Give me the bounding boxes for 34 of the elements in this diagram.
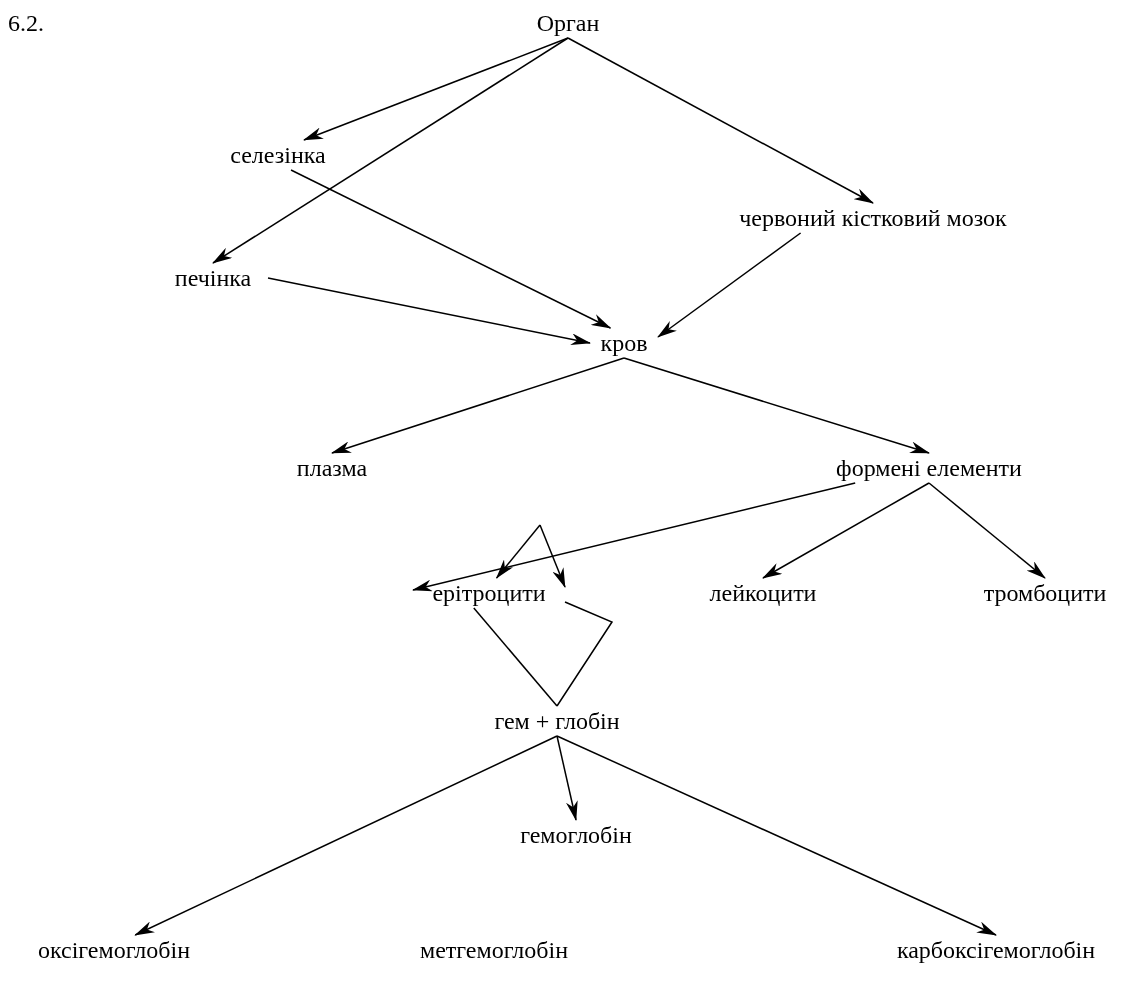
arrow bbox=[134, 735, 558, 936]
node-label: метгемоглобін bbox=[390, 935, 598, 965]
node-label: Орган bbox=[522, 8, 614, 38]
node-label: кров bbox=[590, 328, 658, 358]
node-label: гем + глобін bbox=[452, 706, 662, 736]
node-label: лейкоцити bbox=[690, 578, 836, 608]
arrow bbox=[539, 524, 566, 588]
connector-line bbox=[556, 601, 614, 707]
arrow bbox=[331, 357, 625, 454]
connector-line bbox=[473, 607, 558, 707]
node-label: ерітроцити bbox=[413, 578, 565, 608]
node-label: тромбоцити bbox=[955, 578, 1135, 608]
node-label: печінка bbox=[158, 263, 268, 293]
node-label: червоний кістковий мозок bbox=[692, 203, 1054, 233]
section-number: 6.2. bbox=[8, 9, 44, 38]
arrow bbox=[623, 357, 930, 454]
arrow bbox=[928, 482, 1046, 579]
arrow bbox=[567, 37, 874, 204]
arrow bbox=[657, 232, 802, 338]
arrow bbox=[762, 482, 930, 579]
arrow bbox=[556, 735, 578, 821]
node-label: плазма bbox=[284, 453, 380, 483]
node-label: селезінка bbox=[213, 140, 343, 170]
node-label: оксігемоглобін bbox=[8, 935, 220, 965]
arrow bbox=[556, 735, 997, 936]
node-label: карбоксігемоглобін bbox=[858, 935, 1134, 965]
arrow bbox=[412, 482, 856, 592]
arrow bbox=[212, 37, 569, 264]
arrow bbox=[303, 37, 569, 141]
arrow bbox=[495, 524, 541, 579]
node-label: формені елементи bbox=[806, 453, 1052, 483]
arrow bbox=[290, 169, 612, 329]
node-label: гемоглобін bbox=[498, 820, 654, 850]
arrow bbox=[267, 277, 591, 346]
